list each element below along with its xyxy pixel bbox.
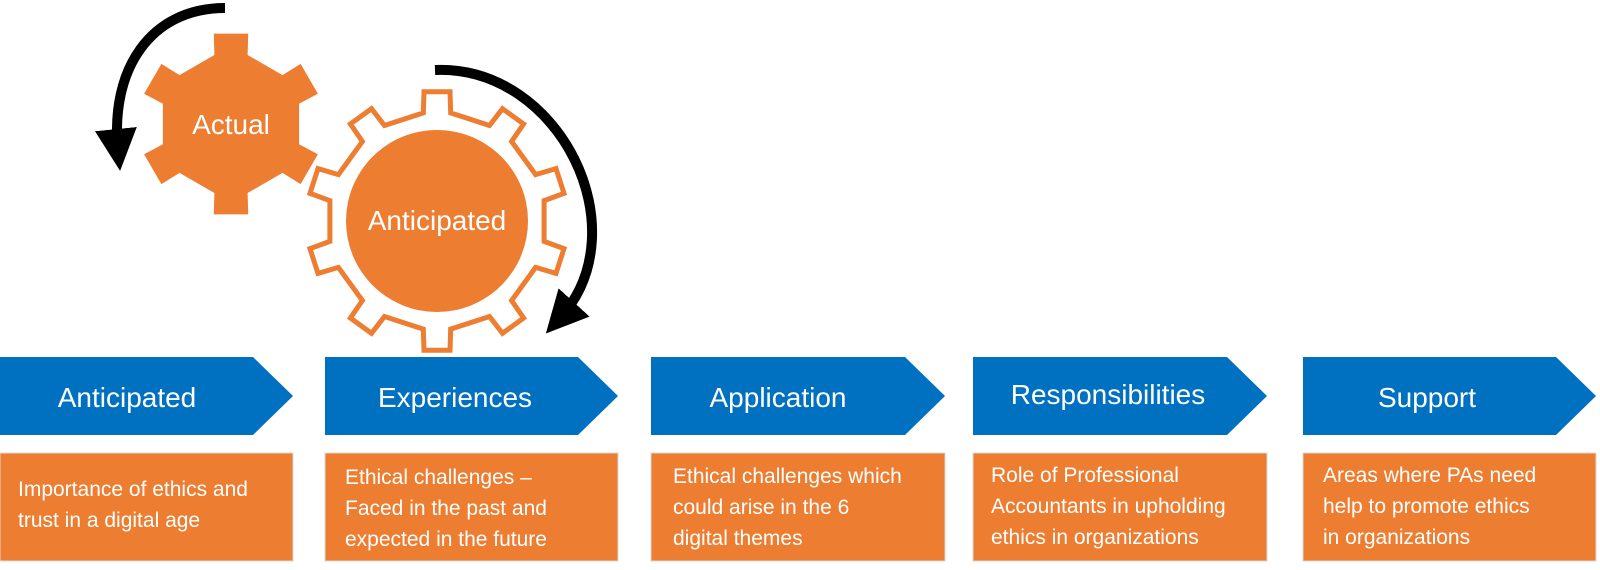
stage-label: Experiences bbox=[378, 382, 532, 413]
actual-gear-label: Actual bbox=[192, 109, 270, 140]
stage-label: Application bbox=[710, 382, 847, 413]
anticipated-gear-core bbox=[346, 130, 528, 312]
stage-description-line: Importance of ethics and bbox=[18, 478, 248, 501]
stage-5: Support Areas where PAs need help to pro… bbox=[1302, 357, 1597, 562]
stage-description-box bbox=[650, 452, 946, 562]
stage-description-line: Accountants in upholding bbox=[991, 495, 1226, 518]
stage-1: Anticipated Importance of ethics and tru… bbox=[0, 357, 294, 562]
anticipated-gear-label: Anticipated bbox=[368, 205, 507, 236]
stage-description-line: could arise in the 6 bbox=[673, 496, 849, 519]
stage-label: Responsibilities bbox=[1011, 379, 1206, 410]
stage-chevron bbox=[325, 357, 618, 435]
stage-description-line: in organizations bbox=[1323, 526, 1470, 549]
anticipated-gear: Anticipated bbox=[306, 89, 568, 353]
stage-3: Application Ethical challenges which cou… bbox=[650, 357, 946, 562]
stage-description-line: Ethical challenges which bbox=[673, 465, 902, 488]
stage-description-line: Ethical challenges – bbox=[345, 466, 532, 489]
stage-chevron bbox=[651, 357, 945, 435]
stage-label: Support bbox=[1378, 382, 1476, 413]
stage-description-line: digital themes bbox=[673, 527, 803, 550]
stage-description-line: Faced in the past and bbox=[345, 497, 547, 520]
stage-description-line: Role of Professional bbox=[991, 464, 1179, 487]
stage-4: Responsibilities Role of Professional Ac… bbox=[972, 357, 1268, 562]
stage-chevron bbox=[973, 357, 1267, 435]
rotation-arrow-right bbox=[434, 64, 598, 334]
stage-description-box bbox=[1302, 452, 1597, 562]
stage-chevron bbox=[1303, 357, 1596, 435]
actual-gear-shape bbox=[144, 33, 318, 215]
stage-label: Anticipated bbox=[58, 382, 197, 413]
stage-description-box bbox=[324, 452, 619, 562]
stage-description-box bbox=[0, 452, 294, 562]
rotation-arrow-left bbox=[95, 3, 226, 171]
stage-description-line: help to promote ethics bbox=[1323, 495, 1530, 518]
stage-description-line: expected in the future bbox=[345, 528, 547, 551]
stage-description-line: Areas where PAs need bbox=[1323, 464, 1536, 487]
actual-gear: Actual bbox=[144, 33, 318, 215]
stage-chevron bbox=[0, 357, 293, 435]
stage-description-line: trust in a digital age bbox=[18, 509, 200, 532]
stage-description-box bbox=[972, 452, 1268, 562]
stage-description-line: ethics in organizations bbox=[991, 526, 1199, 549]
stage-2: Experiences Ethical challenges – Faced i… bbox=[324, 357, 619, 562]
